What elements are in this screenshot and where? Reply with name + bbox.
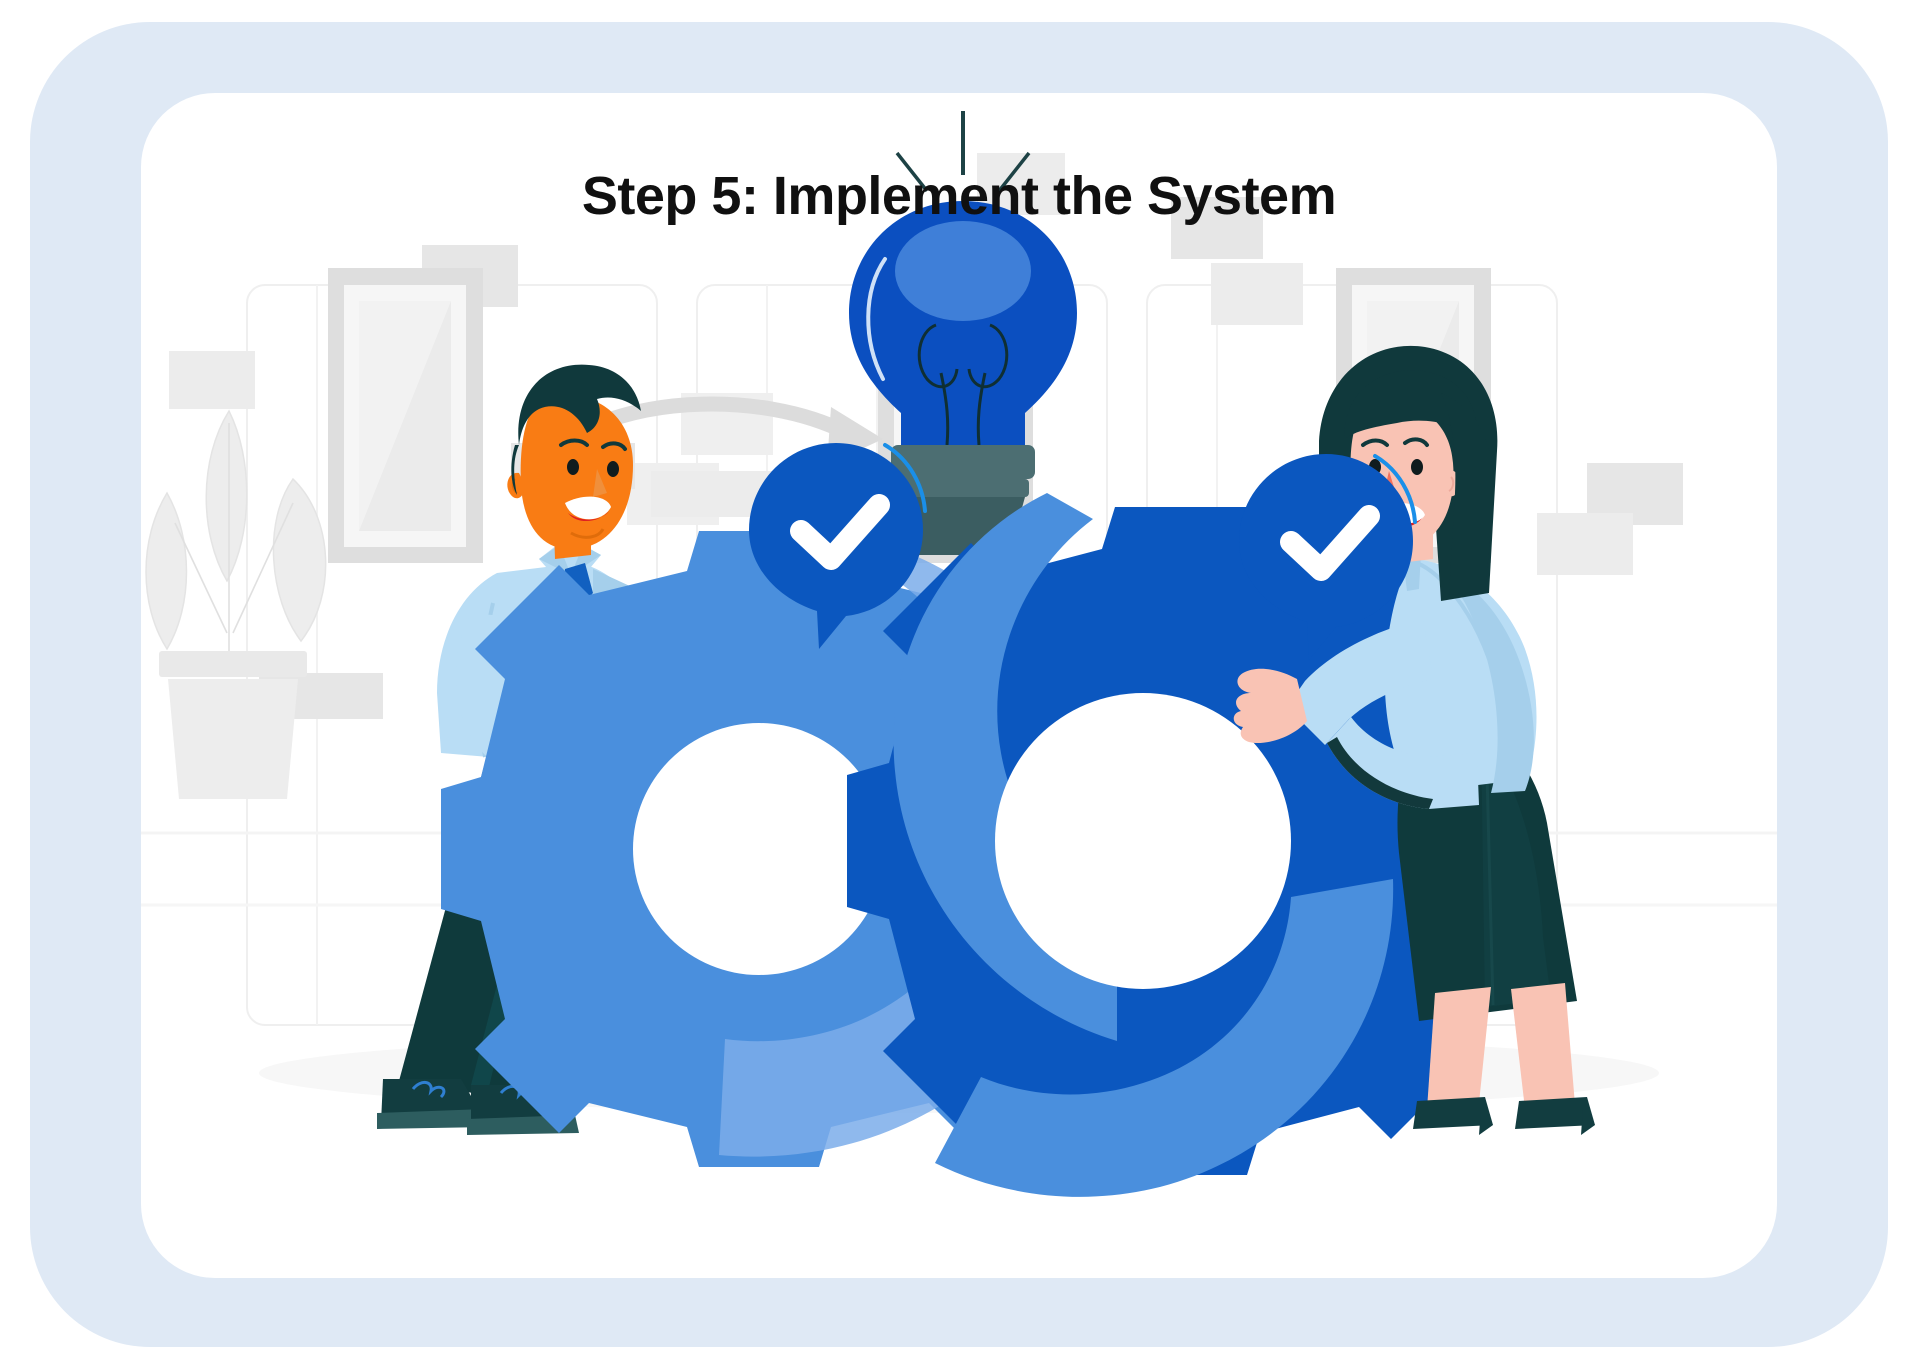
shoes-woman — [1413, 1097, 1595, 1135]
bg-picture-frame-left — [328, 268, 483, 563]
check-badge-left — [749, 443, 927, 649]
page-title: Step 5: Implement the System — [581, 166, 1337, 226]
hand-woman — [1233, 668, 1307, 743]
check-badge-right — [1239, 454, 1417, 660]
lightbulb-icon — [849, 111, 1077, 555]
content-card: Step 5: Implement the System — [141, 93, 1777, 1278]
potted-plant — [145, 409, 327, 799]
illustration-canvas — [141, 93, 1777, 1278]
